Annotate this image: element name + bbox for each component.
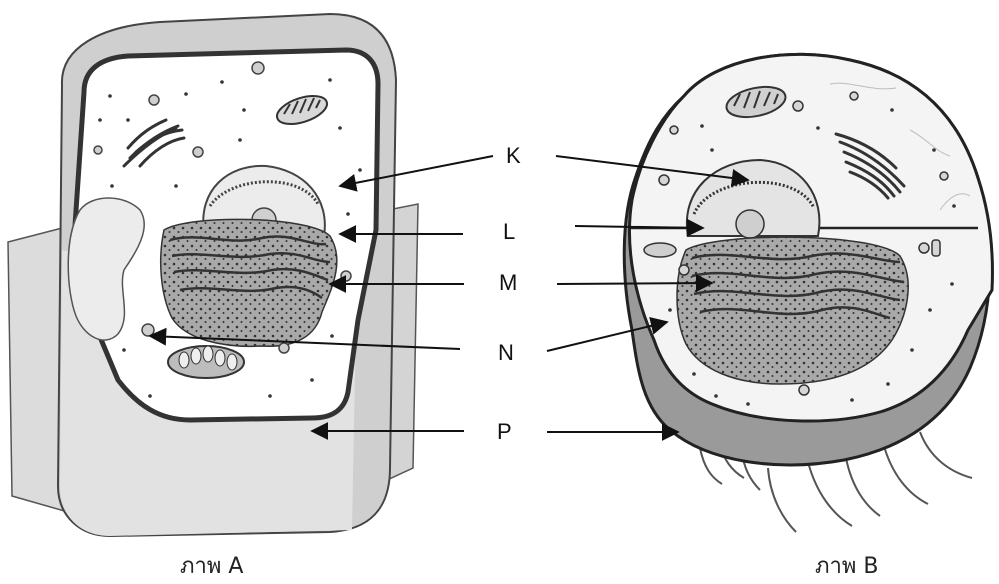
nucleolus-b xyxy=(736,210,764,238)
arrow-m-b xyxy=(557,283,712,284)
plant-cell xyxy=(8,14,418,536)
label-k: K xyxy=(506,143,521,169)
label-p: P xyxy=(497,419,512,445)
caption-b: ภาพ B xyxy=(815,548,878,583)
label-n: N xyxy=(498,340,514,366)
animal-cell xyxy=(624,54,992,532)
caption-a: ภาพ A xyxy=(180,548,243,583)
chloroplast-a xyxy=(168,346,244,378)
lysosome-b xyxy=(644,243,676,257)
label-l: L xyxy=(503,219,515,245)
label-m: M xyxy=(499,270,517,296)
